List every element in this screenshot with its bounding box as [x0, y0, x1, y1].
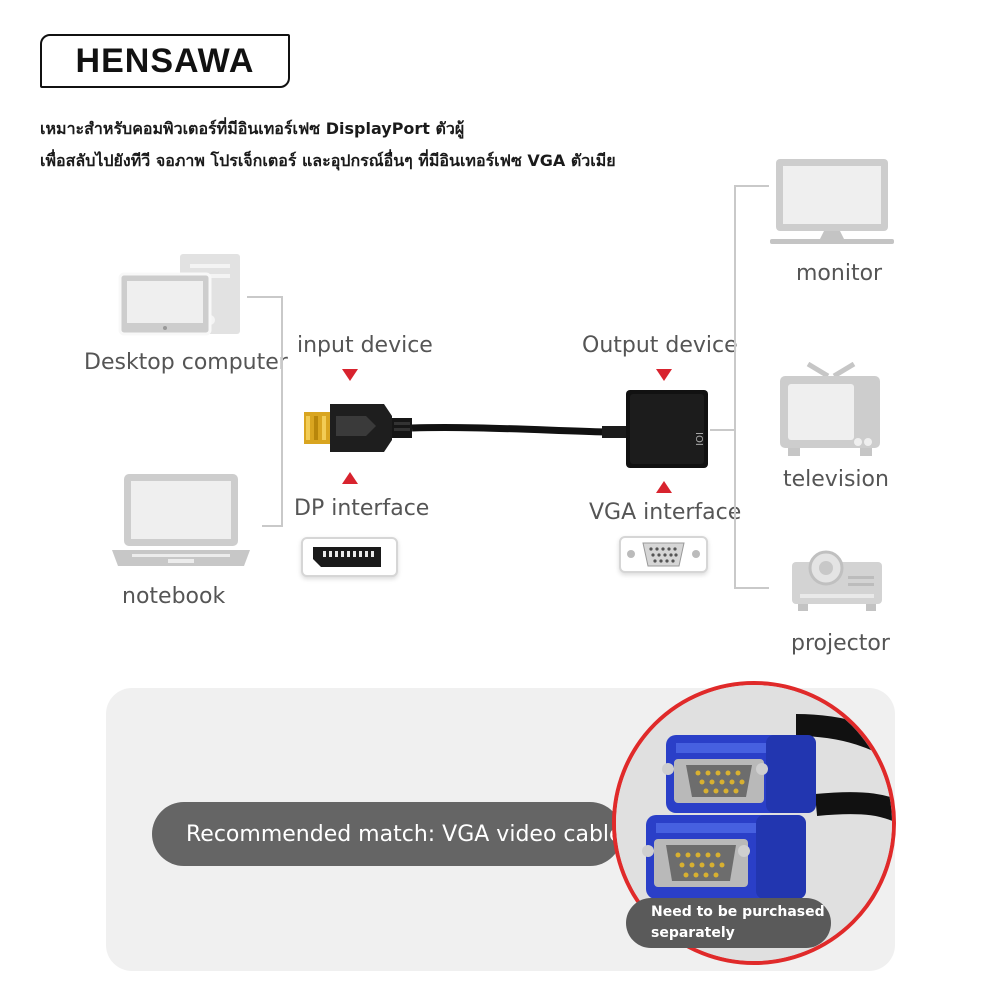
desktop-computer-label: Desktop computer	[84, 350, 288, 375]
dp-port-icon	[301, 537, 398, 577]
arrow-up-icon	[342, 472, 358, 484]
notebook-icon	[112, 474, 250, 566]
tagline-line-2: เพื่อสลับไปยังทีวี จอภาพ โปรเจ็กเตอร์ แล…	[40, 151, 616, 170]
brand-logo: HENSAWA	[40, 34, 290, 88]
desktop-computer-icon	[118, 254, 240, 336]
input-device-label: input device	[297, 333, 433, 358]
arrow-down-icon	[656, 369, 672, 381]
dp-interface-label: DP interface	[294, 496, 430, 521]
bracket-line	[281, 296, 283, 527]
bracket-line	[710, 429, 735, 431]
output-device-label: Output device	[582, 333, 738, 358]
recommendation-pill: Recommended match: VGA video cable	[152, 802, 623, 866]
bracket-line	[734, 185, 769, 187]
arrow-down-icon	[342, 369, 358, 381]
bracket-line	[734, 587, 769, 589]
television-icon	[780, 362, 880, 456]
purchase-note-badge: Need to be purchased separately	[626, 898, 831, 948]
bracket-line	[247, 296, 282, 298]
brand-name: HENSAWA	[75, 41, 255, 80]
vga-interface-label: VGA interface	[589, 500, 742, 525]
projector-icon	[792, 550, 882, 611]
tagline-line-1: เหมาะสำหรับคอมพิวเตอร์ที่มีอินเทอร์เฟซ D…	[40, 119, 465, 138]
bracket-line	[734, 185, 736, 588]
projector-label: projector	[791, 631, 890, 656]
svg-text:IOI: IOI	[693, 432, 704, 446]
dp-to-vga-adapter: IOI	[304, 390, 708, 468]
monitor-label: monitor	[796, 261, 883, 286]
monitor-icon	[770, 159, 894, 244]
vga-cable-connectors-icon	[616, 685, 892, 961]
arrow-up-icon	[656, 481, 672, 493]
vga-port-icon	[619, 536, 708, 573]
television-label: television	[783, 467, 889, 492]
notebook-label: notebook	[122, 584, 226, 609]
bracket-line	[262, 525, 282, 527]
